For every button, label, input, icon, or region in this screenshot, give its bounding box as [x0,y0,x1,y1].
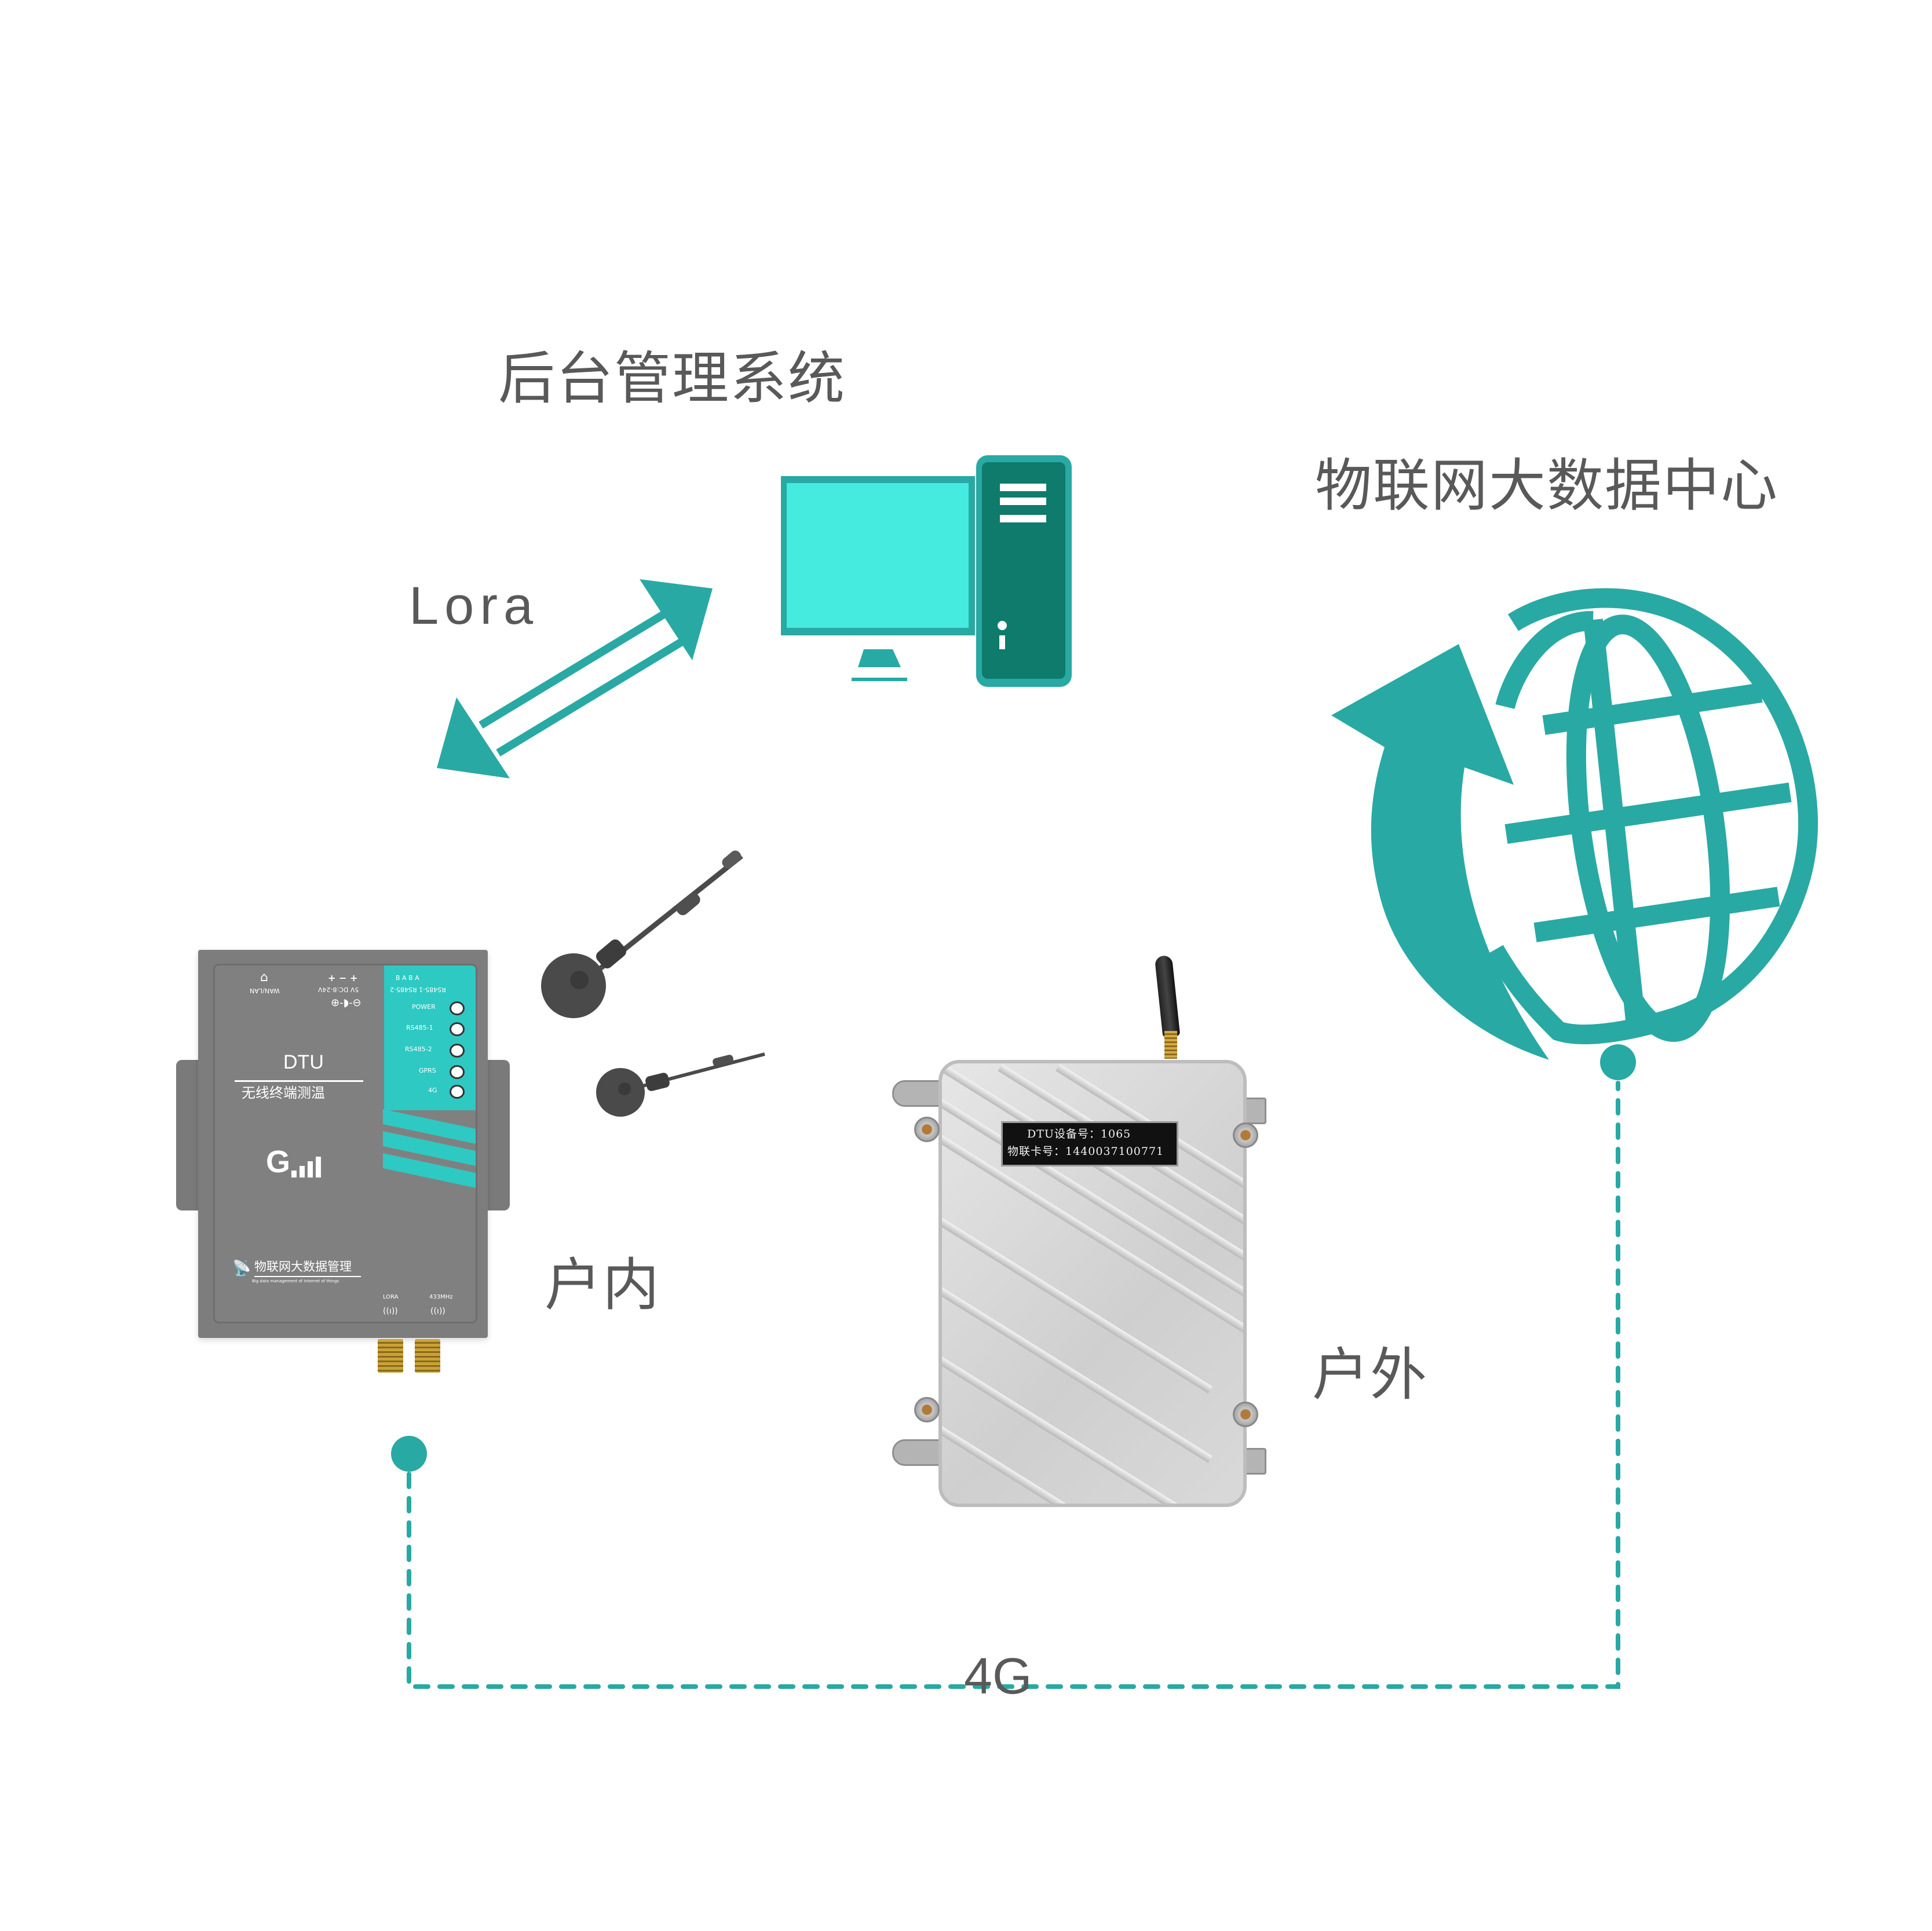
brand-cn-label: 物联网大数据管理 [254,1260,352,1274]
bolt-top-right [1233,1122,1258,1148]
globe-icon [1331,588,1818,1060]
dtu-title-divider [235,1080,363,1082]
globe-parallel-1 [1542,683,1763,735]
globe-meridian-inner [1495,610,1594,710]
signal-bars-icon [291,1157,326,1177]
led-4g-indicator [450,1085,465,1099]
globe-parallel-2 [1504,782,1792,844]
monitor-screen [787,483,969,628]
power-led [999,635,1005,649]
ethernet-port-icon: ⌂ [260,970,268,985]
globe-parallel-3 [1533,887,1780,942]
iot-data-center-title: 物联网大数据中心 [1315,453,1779,519]
arrow-head-up [640,579,713,660]
led-rs485-2-indicator [450,1044,465,1058]
satellite-dish-icon: 📡 [232,1260,251,1277]
power-button [998,621,1007,630]
rs485-pin-label: B A B A [396,974,419,982]
monitor-base [852,678,907,681]
dc-jack-icon: ⊕-◗-⊖ [331,997,361,1009]
indoor-label: 户内 [545,1252,661,1318]
globe-meridian [1566,615,1730,1042]
led-gprs-indicator [450,1065,465,1079]
led-label-rs485-2: RS485-2 [405,1045,432,1053]
tower-slot-2 [1000,498,1046,505]
arrow-head-down [437,697,510,778]
antenna-connector [1164,1031,1177,1059]
lora-label: Lora [409,576,539,635]
device-nameplate: DTU设备号：1065 物联卡号：1440037100771 [1001,1121,1178,1166]
sma-connector-433 [415,1339,440,1373]
dtu-body: ⌂ WAN/LAN + − + 5V DC:8-24V ⊕-◗-⊖ B A B … [198,950,488,1338]
sim-card-number-text: 物联卡号：1440037100771 [1007,1145,1164,1158]
led-label-4g: 4G [428,1087,437,1094]
tower-slot-1 [1000,484,1046,491]
backend-system-title: 后台管理系统 [498,346,846,412]
brand-en-label: Big data management of Internet of thing… [252,1279,339,1283]
device-id-text: DTU设备号：1065 [1027,1128,1131,1140]
power-polarity-label: + − + [328,972,358,983]
dtu-subtitle: 无线终端测温 [242,1085,325,1101]
led-rs485-1-indicator [450,1022,465,1036]
led-label-rs485-1: RS485-1 [406,1024,433,1032]
bolt-bottom-right [1233,1402,1258,1427]
tower-slot-3 [1000,515,1046,522]
outdoor-label: 户外 [1312,1342,1429,1408]
led-label-gprs: GPRS [419,1067,436,1074]
bolt-bottom-left [914,1397,940,1422]
led-label-power: POWER [412,1003,436,1011]
double-arrow-icon [437,579,713,778]
dashed-path [407,1081,1620,1689]
brand-underline [254,1276,361,1277]
signal-logo-letter: G [266,1144,291,1179]
antenna-port-label-lora: LORA [383,1294,399,1300]
rotate-arrow-icon [1331,644,1549,1060]
sma-connector-lora [378,1339,403,1373]
connection-dot-indoor [391,1436,427,1472]
dtu-model-label: DTU [283,1051,324,1073]
antenna-wave-icon: ((ı)) [383,1307,398,1316]
bolt-top-left [914,1117,940,1142]
antenna-wave-icon: ((ı)) [430,1307,445,1316]
suction-antenna-icon [541,850,765,1117]
4g-label: 4G [964,1647,1032,1705]
globe-outline [1486,588,1818,1044]
monitor-stand [858,649,901,667]
dtu-device: ⌂ WAN/LAN + − + 5V DC:8-24V ⊕-◗-⊖ B A B … [176,950,510,1373]
computer-icon [781,455,1072,687]
led-power-indicator [450,1001,465,1015]
connection-dot-datacenter [1600,1044,1636,1080]
antenna-port-label-433: 433MHz [429,1294,453,1300]
dtu-faceplate: ⌂ WAN/LAN + − + 5V DC:8-24V ⊕-◗-⊖ B A B … [213,964,477,1323]
